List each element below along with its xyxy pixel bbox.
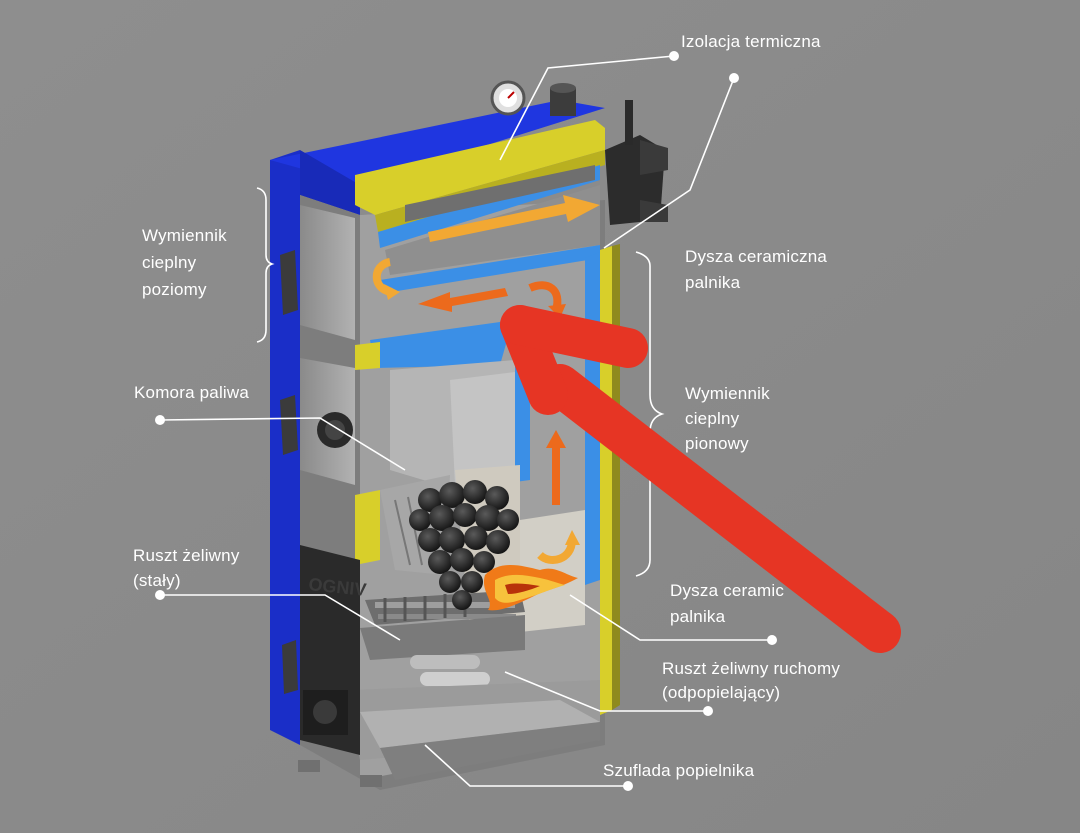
label-ruszt-staly: Ruszt żeliwny (stały) <box>133 546 240 590</box>
door-upper <box>300 205 355 340</box>
moving-grate <box>360 615 525 686</box>
label-izolacja-termiczna: Izolacja termiczna <box>681 32 821 51</box>
leader-dots <box>155 51 777 791</box>
label-dysza-ceramiczna-bottom: Dysza ceramic palnika <box>670 581 785 626</box>
label-dysza-ceramiczna-top: Dysza ceramiczna palnika <box>685 247 828 292</box>
label-wymiennik-pionowy: Wymiennik cieplny pionowy <box>685 384 770 453</box>
coal-pile <box>409 480 519 610</box>
flow-arrow-top <box>428 195 600 242</box>
flow-arrow-vertical <box>552 445 560 505</box>
ash-drawer <box>360 700 600 748</box>
leader-lines <box>159 55 772 787</box>
casing-top <box>270 100 605 185</box>
label-wymiennik-poziomy: Wymiennik cieplny poziomy <box>142 226 227 299</box>
red-pointer-arrow <box>500 305 901 653</box>
top-insulation <box>355 120 605 215</box>
flame <box>483 565 578 611</box>
label-komora-paliwa: Komora paliwa <box>134 383 250 402</box>
label-ruszt-ruchomy: Ruszt żeliwny ruchomy (odpopielający) <box>662 659 841 702</box>
flow-arrow-middle <box>418 288 508 312</box>
flow-arrows <box>372 195 600 564</box>
flue-outlet <box>605 100 668 225</box>
label-szuflada-popielnika: Szuflada popielnika <box>603 761 755 780</box>
